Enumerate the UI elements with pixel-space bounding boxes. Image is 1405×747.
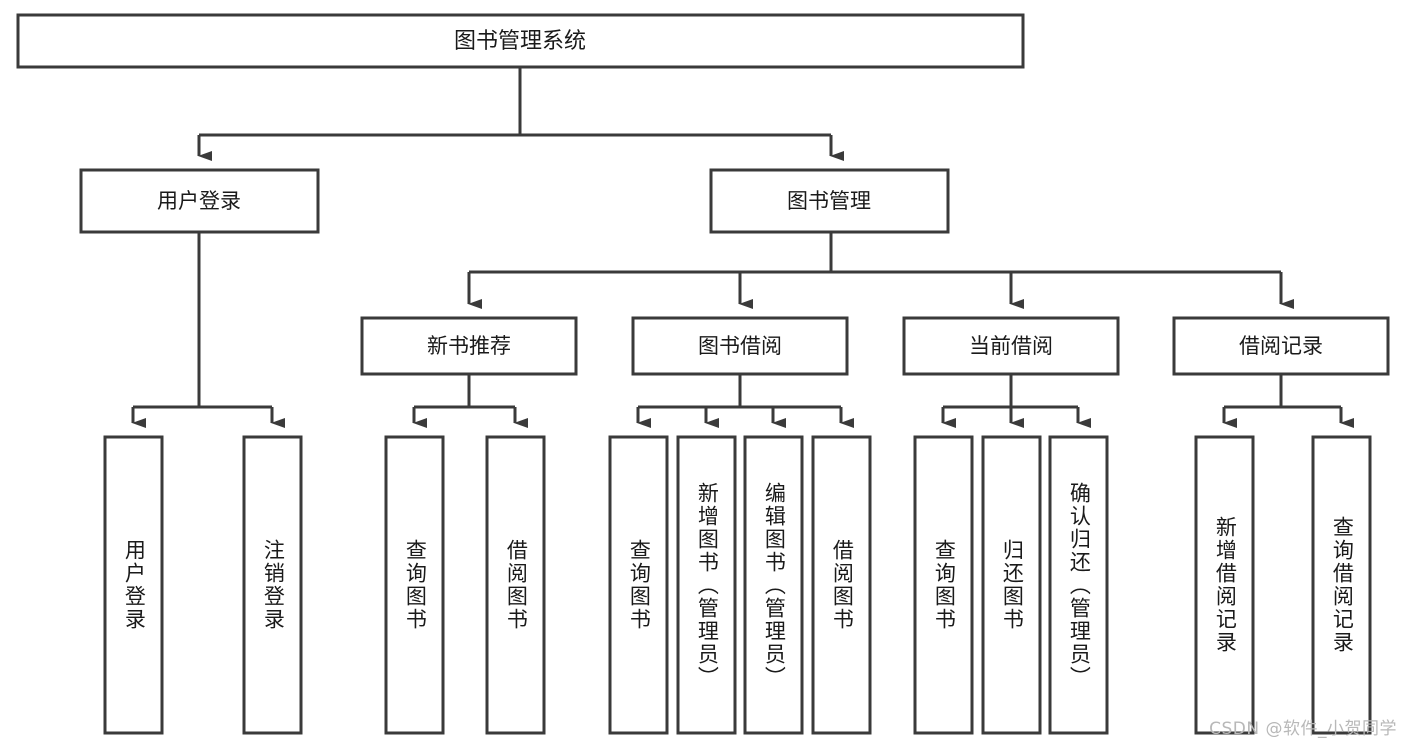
node-box-leaf-user-login[interactable]	[103, 435, 164, 735]
node-box-user-login[interactable]	[79, 168, 320, 234]
node-box-leaf-borrow-edit[interactable]	[743, 435, 804, 735]
node-box-borrow-records[interactable]	[1172, 316, 1390, 376]
watermark-text: CSDN @软件_小贺同学	[1209, 719, 1397, 739]
connector-layer	[131, 67, 1354, 428]
node-box-leaf-newbook-query[interactable]	[384, 435, 445, 735]
node-label-user-login: 用户登录	[157, 189, 241, 213]
node-box-leaf-newbook-borrow[interactable]	[485, 435, 546, 735]
node-box-book-borrow[interactable]	[631, 316, 849, 376]
node-label-new-book-recommend: 新书推荐	[427, 334, 511, 358]
node-label-root: 图书管理系统	[454, 29, 586, 54]
node-box-leaf-borrow-add[interactable]	[676, 435, 737, 735]
node-box-leaf-current-confirm[interactable]	[1048, 435, 1109, 735]
node-box-leaf-borrow-borrow[interactable]	[811, 435, 872, 735]
node-box-leaf-record-add[interactable]	[1194, 435, 1255, 735]
node-box-leaf-borrow-query[interactable]	[608, 435, 669, 735]
node-box-book-management[interactable]	[709, 168, 950, 234]
node-box-leaf-current-return[interactable]	[981, 435, 1042, 735]
node-label-borrow-records: 借阅记录	[1239, 334, 1323, 358]
node-box-root[interactable]	[16, 13, 1025, 69]
node-box-leaf-user-logout[interactable]	[242, 435, 303, 735]
node-box-current-borrow[interactable]	[902, 316, 1120, 376]
node-box-new-book-recommend[interactable]	[360, 316, 578, 376]
node-label-current-borrow: 当前借阅	[969, 334, 1053, 358]
node-label-book-management: 图书管理	[787, 189, 871, 213]
node-label-book-borrow: 图书借阅	[698, 334, 782, 358]
node-box-leaf-record-query[interactable]	[1311, 435, 1372, 735]
node-box-leaf-current-query[interactable]	[913, 435, 974, 735]
node-layer: 图书管理系统 用户登录 图书管理 新书推荐 图书借阅 当前借阅 借阅记录	[16, 13, 1390, 735]
